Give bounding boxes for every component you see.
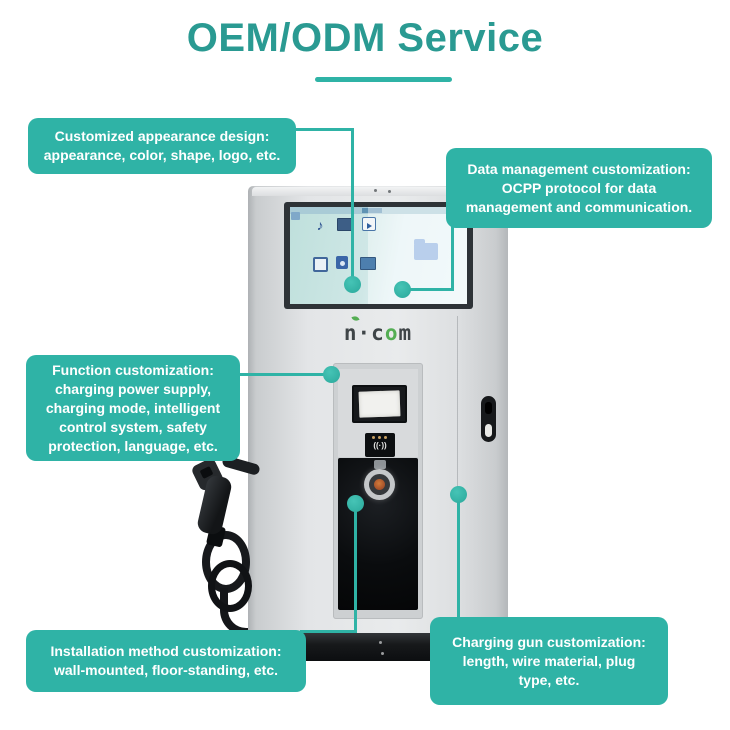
connector-data-h	[402, 288, 454, 291]
base-screw-icon	[381, 652, 384, 655]
anchor-dot-appearance	[344, 276, 361, 293]
callout-line: type, etc.	[518, 671, 580, 688]
callout-installation: Installation method customization: wall-…	[26, 630, 306, 692]
user-icon	[336, 256, 348, 269]
computer-icon	[291, 212, 300, 220]
callout-data-management: Data management customization: OCPP prot…	[446, 148, 712, 228]
anchor-dot-function	[323, 366, 340, 383]
anchor-dot-gun	[450, 486, 467, 503]
cable-coil	[208, 560, 252, 612]
callout-line: length, wire material, plug	[462, 652, 636, 669]
brand-logo: n·com	[333, 321, 423, 347]
title-underline	[315, 77, 452, 82]
door-handle	[481, 396, 496, 442]
callout-line: Charging gun customization:	[452, 633, 646, 650]
connector-gun-v	[457, 494, 460, 618]
connector-installation-v	[354, 503, 357, 633]
door-handle-button	[485, 424, 492, 437]
media-icon	[362, 217, 376, 231]
folder-icon	[414, 239, 438, 260]
callout-line: Function customization:	[52, 361, 214, 378]
callout-line: control system, safety	[59, 418, 207, 435]
charging-socket-core	[374, 479, 385, 490]
door-seam	[457, 316, 458, 630]
connector-appearance-v	[351, 128, 354, 286]
callout-line: wall-mounted, floor-standing, etc.	[54, 662, 278, 678]
connector-installation-h	[300, 630, 357, 633]
callout-appearance: Customized appearance design: appearance…	[28, 118, 296, 174]
door-handle-keyhole	[485, 402, 492, 414]
screen-window-titlebar	[362, 208, 382, 213]
holster-clip	[374, 460, 386, 469]
connector-appearance-h	[294, 128, 354, 131]
page-title: OEM/ODM Service	[186, 16, 544, 60]
callout-line: Customized appearance design:	[54, 128, 270, 144]
callout-line: protection, language, etc.	[48, 437, 218, 454]
callout-line: charging power supply,	[54, 380, 212, 397]
callout-charging-gun: Charging gun customization: length, wire…	[430, 617, 668, 705]
callout-line: appearance, color, shape, logo, etc.	[43, 147, 281, 163]
callout-line: charging mode, intelligent	[45, 399, 221, 416]
brand-text: n·c	[343, 321, 385, 345]
callout-line: Data management customization:	[467, 160, 691, 177]
speaker-hole-icon	[374, 189, 377, 192]
photo-icon	[360, 257, 376, 270]
brand-text: m	[398, 321, 413, 345]
speaker-hole-icon	[388, 190, 391, 193]
base-screw-icon	[379, 641, 382, 644]
cabinet-top-edge	[252, 187, 504, 196]
callout-line: OCPP protocol for data	[501, 179, 657, 196]
callout-function: Function customization: charging power s…	[26, 355, 240, 461]
connector-function-h	[238, 373, 332, 376]
contactless-icon: ((·))	[373, 441, 387, 450]
app-icon	[313, 257, 328, 272]
callout-line: management and communication.	[465, 198, 693, 215]
anchor-dot-installation	[347, 495, 364, 512]
brand-o-battery-icon: o	[384, 321, 399, 345]
music-icon: ♪	[316, 216, 324, 233]
callout-line: Installation method customization:	[50, 643, 282, 659]
display-label	[358, 390, 401, 418]
anchor-dot-data	[394, 281, 411, 298]
rfid-indicator-lights	[372, 436, 388, 439]
connector-data-v	[451, 226, 454, 291]
